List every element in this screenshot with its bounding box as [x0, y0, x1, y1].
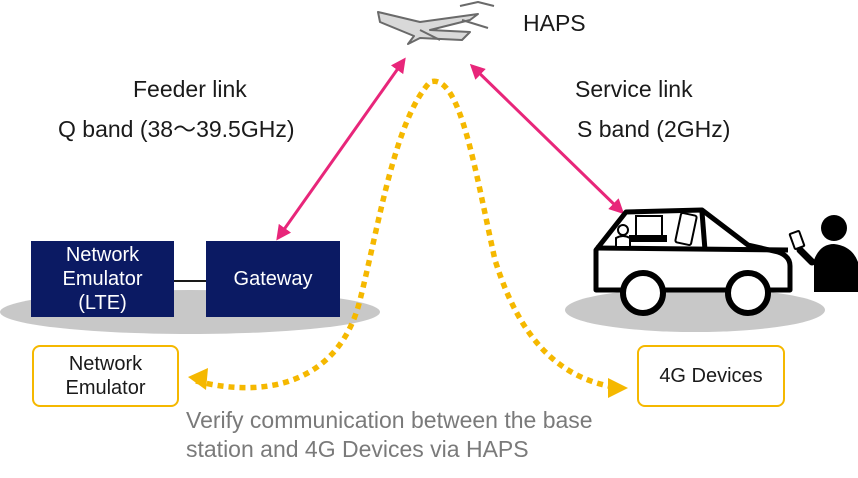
4g-devices-label: 4G Devices — [659, 365, 763, 387]
network-emulator-line1: Network — [68, 353, 143, 375]
gateway-label: Gateway — [233, 268, 313, 290]
network-emulator-line2: Emulator — [65, 377, 146, 399]
service-link-title: Service link — [575, 76, 693, 102]
caption-line1: Verify communication between the base — [186, 407, 593, 433]
person-with-phone-icon — [788, 215, 858, 292]
smartphone-icon — [674, 212, 698, 246]
caption-line2: station and 4G Devices via HAPS — [186, 436, 529, 462]
feeder-link-arrow — [276, 57, 406, 241]
car-wheel-front — [620, 270, 666, 316]
service-link-arrow — [469, 63, 625, 215]
ground-right — [565, 288, 825, 332]
car-wheel-back — [725, 270, 771, 316]
feeder-link-title: Feeder link — [133, 76, 247, 102]
network-emulator-lte-line2: Emulator — [62, 268, 143, 290]
caption: Verify communication between the base st… — [186, 406, 706, 464]
network-emulator-lte-line3: (LTE) — [78, 292, 127, 314]
gateway-box: Gateway — [206, 241, 340, 317]
service-link-band: S band (2GHz) — [577, 116, 731, 142]
communication-arrow-right — [608, 378, 628, 398]
network-emulator-box: Network Emulator — [32, 345, 179, 407]
network-emulator-lte-box: Network Emulator (LTE) — [31, 241, 174, 317]
communication-path — [195, 78, 621, 391]
4g-devices-box: 4G Devices — [637, 345, 785, 407]
haps-aircraft-icon — [377, 1, 495, 45]
seated-person-icon — [615, 224, 631, 246]
feeder-link-band: Q band (38～39.5GHz) — [58, 116, 295, 142]
network-emulator-lte-line1: Network — [65, 244, 140, 266]
haps-label: HAPS — [523, 10, 586, 36]
communication-arrow-left — [188, 368, 208, 390]
laptop-icon — [629, 215, 667, 242]
